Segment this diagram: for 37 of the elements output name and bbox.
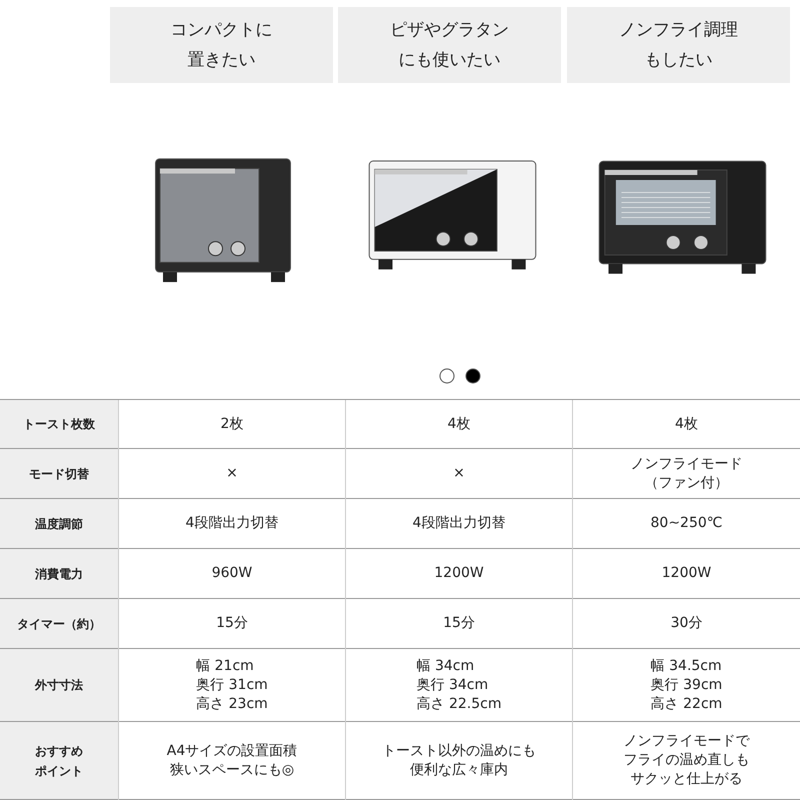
table-value: × xyxy=(226,464,238,483)
table-value: 2枚 xyxy=(220,414,244,434)
table-value: × xyxy=(453,464,465,483)
table-value: ノンフライモード（ファン付） xyxy=(630,454,744,492)
dimension-value: 高さ 22.5cm xyxy=(416,694,502,714)
row-header: 消費電力 xyxy=(0,549,118,598)
table-value: トースト以外の温めにも便利な広々庫内 xyxy=(381,742,537,780)
table-value: 4段階出力切替 xyxy=(412,514,506,533)
row-header: 温度調節 xyxy=(0,499,118,548)
heading-card: ピザやグラタンにも使いたい xyxy=(338,7,561,83)
table-value: 30分 xyxy=(670,614,702,633)
dimension-value: 奥行 39cm xyxy=(650,676,722,694)
dimension-value: 高さ 22cm xyxy=(650,694,722,714)
dimension-value: 幅 21cm xyxy=(196,656,254,676)
dimension-value: 高さ 23cm xyxy=(196,694,268,714)
table-value: 1200W xyxy=(434,564,484,583)
table-value: 4枚 xyxy=(448,414,470,434)
table-value: 4枚 xyxy=(675,414,698,434)
dimension-value: 奥行 31cm xyxy=(196,676,268,694)
heading-card: コンパクトに置きたい xyxy=(110,7,333,83)
table-value: 15分 xyxy=(443,614,475,633)
table-value: 15分 xyxy=(216,614,248,633)
row-header: 外寸寸法 xyxy=(0,649,118,721)
table-value: A4サイズの設置面積狭いスペースにも◎ xyxy=(166,742,298,780)
row-header: トースト枚数 xyxy=(0,400,118,448)
row-header: モード切替 xyxy=(0,449,118,498)
heading-card: ノンフライ調理もしたい xyxy=(567,7,790,83)
row-header: おすすめポイント xyxy=(0,722,118,799)
table-value: ノンフライモードでフライの温め直しもサクッと仕上がる xyxy=(622,732,751,789)
table-value: 960W xyxy=(212,564,252,583)
row-header: タイマー（約） xyxy=(0,599,118,648)
table-value: 4段階出力切替 xyxy=(186,514,278,533)
dimension-value: 幅 34cm xyxy=(416,656,474,676)
table-value: 80~250℃ xyxy=(650,514,722,533)
dimension-value: 幅 34.5cm xyxy=(650,656,722,676)
table-value: 1200W xyxy=(662,564,712,583)
dimension-value: 奥行 34cm xyxy=(416,676,488,694)
